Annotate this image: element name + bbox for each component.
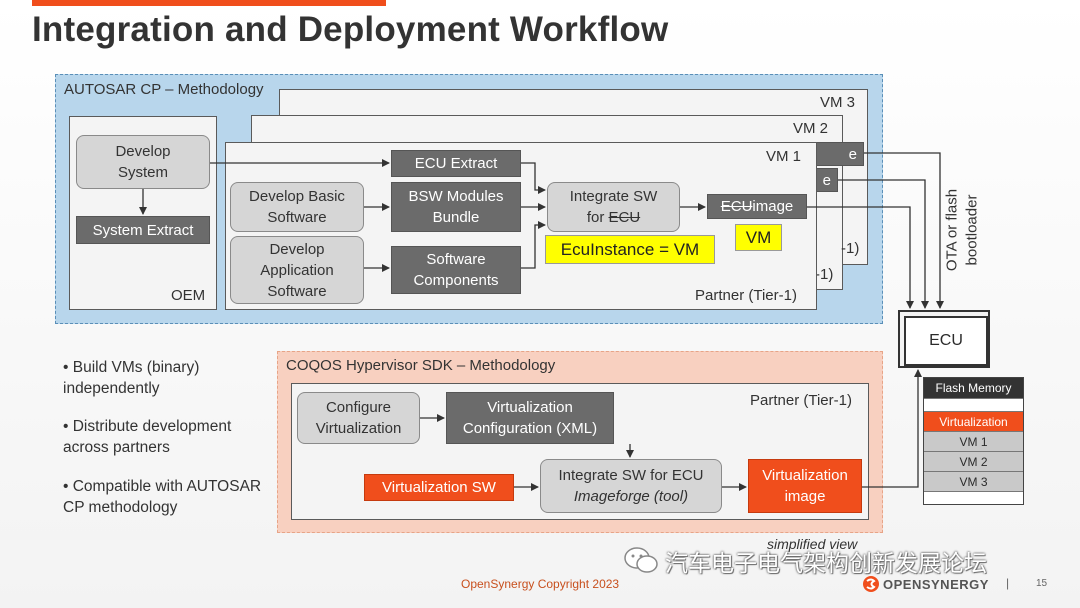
configure-virtualization-box: Configure Virtualization [297, 392, 420, 444]
ecu-image-strike: ECU [720, 198, 753, 215]
virtualization-image-box: Virtualization image [748, 459, 862, 513]
virtualization-sw-box: Virtualization SW [364, 474, 514, 501]
flash-memory-title: Flash Memory [924, 378, 1023, 399]
vm2-partner-fragment: -1) [815, 266, 834, 283]
footer-separator: | [1006, 576, 1010, 590]
flash-row-virtualization: Virtualization [924, 412, 1023, 432]
vm3-partner-fragment: -1) [841, 240, 860, 257]
wechat-watermark: 汽车电子电气架构创新发展论坛 [623, 544, 987, 578]
ecu-image-box: ECU image [707, 194, 807, 219]
vm3-image-fragment: e [816, 142, 864, 166]
bullet-2: • Distribute development across partners [63, 418, 232, 457]
flash-row-vm1: VM 1 [924, 432, 1023, 452]
flash-memory: Flash Memory Virtualization VM 1 VM 2 VM… [923, 377, 1024, 505]
oem-label: OEM [171, 287, 206, 304]
wechat-icon [624, 547, 658, 573]
partner-tier1-label: Partner (Tier-1) [695, 287, 797, 304]
opensynergy-icon [863, 576, 879, 592]
develop-app-box: Develop Application Software [230, 236, 364, 304]
ota-flash-label: OTA or flash bootloader [943, 188, 981, 272]
integrate-sw-line1: Integrate SW [569, 188, 658, 205]
ecuinstance-tag: EcuInstance = VM [545, 235, 715, 264]
flash-row-vm3: VM 3 [924, 472, 1023, 492]
autosar-region-label: AUTOSAR CP – Methodology [64, 81, 264, 98]
imageforge-line1: Integrate SW for ECU [558, 467, 704, 484]
imageforge-line2: Imageforge (tool) [573, 488, 689, 505]
page-number: 15 [1036, 578, 1048, 589]
accent-bar [32, 0, 386, 6]
vm3-label: VM 3 [820, 94, 856, 111]
integrate-sw-line2: for ECU [586, 209, 641, 226]
bsw-bundle-box: BSW Modules Bundle [391, 182, 521, 232]
vm1-label: VM 1 [766, 148, 802, 165]
ecu-box: ECU [898, 310, 990, 368]
bullet-1: • Build VMs (binary) independently [63, 359, 200, 398]
coqos-region-label: COQOS Hypervisor SDK – Methodology [286, 357, 556, 374]
footer-copyright: OpenSynergy Copyright 2023 [461, 577, 620, 591]
simplified-view-label: simplified view [767, 536, 858, 552]
develop-system-box: Develop System [76, 135, 210, 189]
system-extract-box: System Extract [76, 216, 210, 244]
bullet-3: • Compatible with AUTOSAR CP methodology [63, 478, 262, 517]
sw-components-box: Software Components [391, 246, 521, 294]
integrate-sw-box: Integrate SW for ECU [547, 182, 680, 232]
ecu-extract-box: ECU Extract [391, 150, 521, 177]
develop-bsw-box: Develop Basic Software [230, 182, 364, 232]
slide-title: Integration and Deployment Workflow [32, 10, 669, 49]
imageforge-box: Integrate SW for ECU Imageforge (tool) [540, 459, 722, 513]
virtualization-config-box: Virtualization Configuration (XML) [446, 392, 614, 444]
flash-row-vm2: VM 2 [924, 452, 1023, 472]
vm-tag: VM [735, 224, 782, 251]
vm2-label: VM 2 [793, 120, 829, 137]
coqos-partner-label: Partner (Tier-1) [750, 392, 852, 409]
